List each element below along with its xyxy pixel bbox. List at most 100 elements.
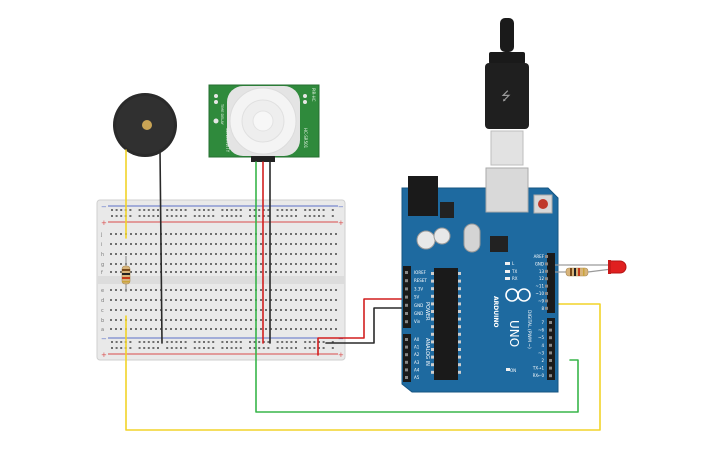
breadboard-hole: [115, 309, 117, 311]
breadboard-hole: [170, 341, 173, 343]
digital-pin-socket[interactable]: [545, 306, 548, 310]
analog-pin-socket[interactable]: [405, 353, 408, 357]
wire-gnd-to-rail[interactable]: [325, 307, 411, 344]
piezo-buzzer[interactable]: [113, 93, 177, 157]
analog-pin-socket[interactable]: [405, 368, 408, 372]
breadboard-hole: [280, 309, 282, 311]
digital-pin-socket[interactable]: [545, 299, 548, 303]
analog-pin-socket[interactable]: [405, 338, 408, 341]
breadboard-hole: [239, 209, 242, 211]
power-pin-socket[interactable]: [405, 271, 408, 274]
breadboard-hole: [315, 233, 317, 235]
breadboard-hole: [250, 319, 252, 321]
digital-pin-socket[interactable]: [549, 351, 552, 355]
breadboard-hole: [275, 309, 277, 311]
breadboard-hole: [170, 328, 172, 330]
power-pin-socket[interactable]: [405, 303, 408, 307]
breadboard-hole: [305, 263, 307, 265]
power-pin-socket[interactable]: [405, 295, 408, 299]
breadboard-hole: [260, 299, 262, 301]
chip-pin: [431, 302, 434, 306]
digital-pin-socket[interactable]: [545, 269, 548, 273]
digital-pin-socket[interactable]: [545, 255, 548, 258]
analog-pin-socket[interactable]: [405, 376, 408, 379]
wire-5v-to-rail[interactable]: [317, 298, 411, 356]
analog-pin-socket[interactable]: [405, 360, 408, 364]
breadboard-hole: [166, 341, 169, 343]
wire-buzzer-to-pin9[interactable]: [125, 303, 601, 431]
breadboard-hole: [185, 319, 187, 321]
digital-pin-socket[interactable]: [545, 284, 548, 288]
analog-pin-socket[interactable]: [405, 345, 408, 349]
breadboard-hole: [195, 289, 197, 291]
breadboard-hole: [240, 233, 242, 235]
digital-pin-socket[interactable]: [549, 343, 552, 347]
breadboard-hole: [253, 209, 256, 211]
breadboard-hole: [325, 263, 327, 265]
breadboard-hole: [175, 347, 178, 349]
digital-pin-label: AREF: [534, 254, 545, 259]
breadboard-hole: [310, 271, 312, 273]
breadboard-hole: [111, 341, 113, 343]
breadboard-hole: [175, 233, 177, 235]
wire-buzzer-ground[interactable]: [159, 149, 163, 344]
usb-cable[interactable]: ⭍: [485, 18, 529, 166]
analog-section-label: ANALOG IN: [424, 338, 430, 366]
rail-mark-plus-bottom-right: +: [338, 351, 344, 359]
breadboard-hole: [193, 215, 196, 217]
digital-pin-socket[interactable]: [549, 321, 552, 324]
breadboard-hole: [180, 347, 182, 349]
arduino-brand: ARDUINO: [492, 296, 499, 327]
power-pin-socket[interactable]: [405, 320, 408, 324]
resistor-breadboard[interactable]: [121, 256, 131, 292]
chip-pin: [431, 272, 434, 275]
power-pin-socket[interactable]: [405, 312, 408, 315]
breadboard-hole: [129, 209, 132, 211]
breadboard-hole: [120, 309, 122, 311]
breadboard-hole: [143, 215, 146, 217]
arduino-usb-jack: [485, 167, 529, 213]
pir-sensor[interactable]: SENSITIVITY PIR-HC HC-SR501 TIME DELAY: [208, 84, 320, 162]
digital-pin-socket[interactable]: [549, 336, 552, 340]
pir-label-sensitivity: SENSITIVITY: [225, 128, 230, 153]
row-letter-d: d: [101, 298, 104, 304]
breadboard-hole: [290, 209, 293, 211]
led-circuit[interactable]: [555, 260, 627, 277]
breadboard-hole: [315, 289, 317, 291]
breadboard-hole: [185, 233, 187, 235]
breadboard-hole: [150, 263, 152, 265]
breadboard-hole: [318, 215, 320, 217]
breadboard-hole: [200, 271, 202, 273]
breadboard-hole: [235, 347, 238, 349]
chip-pin: [458, 279, 461, 283]
breadboard-hole: [138, 341, 141, 343]
breadboard-hole: [170, 215, 173, 217]
digital-pin-socket[interactable]: [549, 359, 552, 362]
arduino-model: UNO: [507, 320, 521, 347]
digital-pin-socket[interactable]: [549, 366, 552, 370]
chip-pin: [431, 340, 434, 344]
breadboard-hole: [275, 263, 277, 265]
wire-pir-signal-to-pin2[interactable]: [255, 161, 579, 413]
breadboard-hole: [260, 289, 262, 291]
digital-pin-label: 13: [539, 269, 545, 274]
breadboard-hole: [235, 215, 238, 217]
digital-pin-socket[interactable]: [545, 277, 548, 281]
breadboard-hole: [184, 347, 187, 349]
resistor-band-1: [122, 269, 130, 271]
digital-pin-socket[interactable]: [545, 292, 548, 295]
digital-pin-socket[interactable]: [549, 374, 552, 378]
arduino-uno[interactable]: L TX RX ON ARDUINO UNO IOREFRESET3.3V5VG…: [401, 167, 559, 393]
breadboard-hole: [265, 299, 267, 301]
power-pin-socket[interactable]: [405, 287, 408, 291]
breadboard-hole: [185, 271, 187, 273]
breadboard-hole: [111, 347, 113, 349]
breadboard-hole: [165, 263, 167, 265]
digital-pin-label: 8: [541, 306, 544, 311]
breadboard-hole: [110, 309, 112, 311]
digital-pin-socket[interactable]: [545, 262, 548, 266]
breadboard-hole: [125, 299, 127, 301]
digital-pin-socket[interactable]: [549, 328, 552, 332]
usb-plug-metal: [490, 130, 524, 166]
power-pin-socket[interactable]: [405, 279, 408, 283]
